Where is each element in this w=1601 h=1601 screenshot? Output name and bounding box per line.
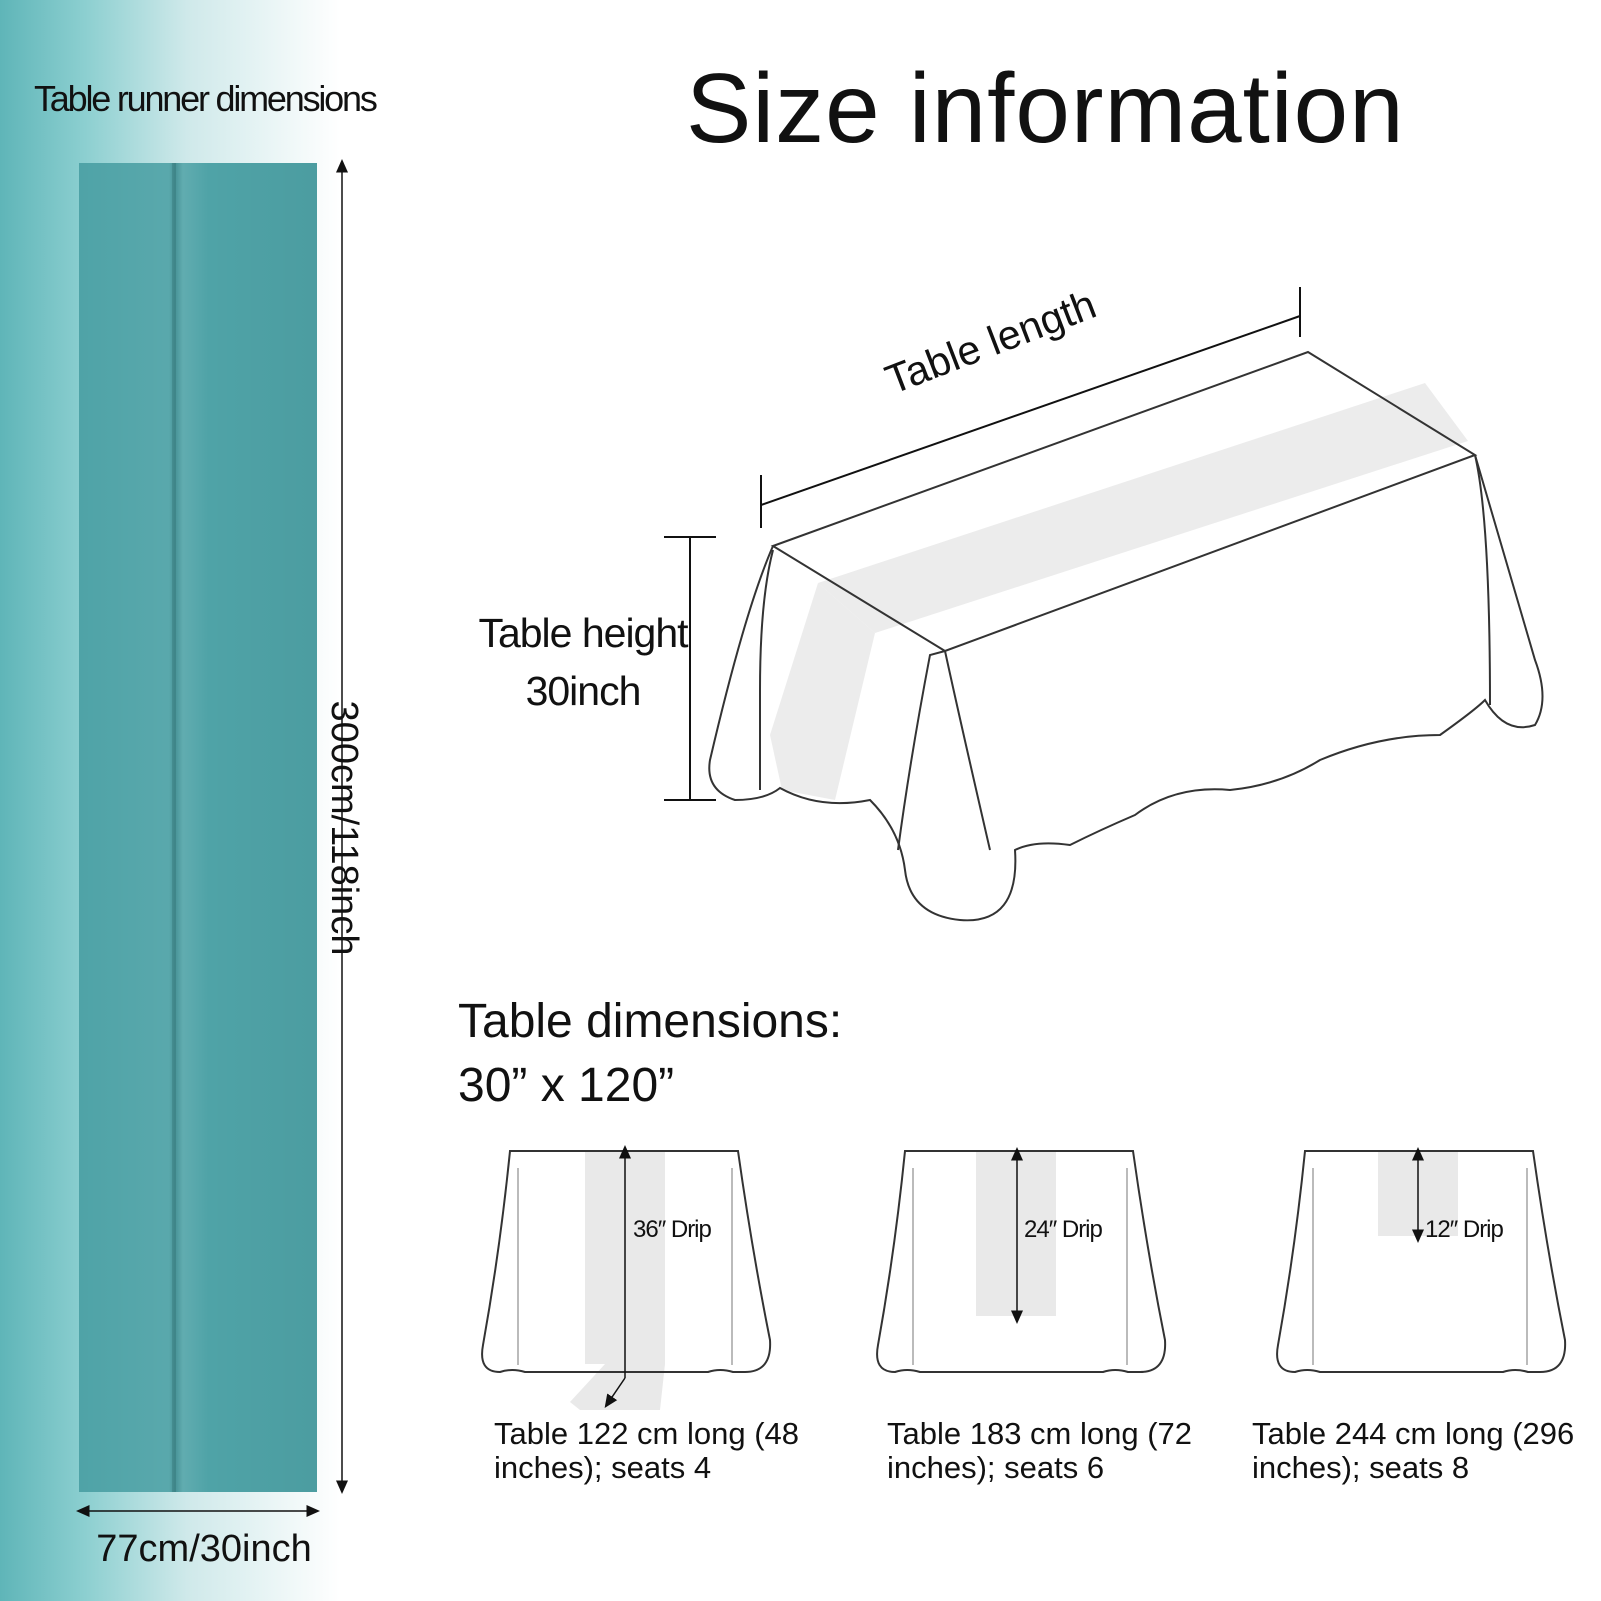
table-small-1 (481, 1145, 772, 1410)
drip-label-3: 12″ Drip (1425, 1216, 1504, 1243)
runner-width-label: 77cm/30inch (96, 1528, 312, 1570)
table-dimensions-line2: 30” x 120” (458, 1059, 675, 1112)
table-dimensions-line1: Table dimensions: (458, 995, 843, 1048)
size-caption-1-line2: inches); seats 4 (494, 1450, 712, 1485)
size-caption-3-line1: Table 244 cm long (296 (1252, 1416, 1575, 1451)
runner-title: Table runner dimensions (34, 78, 378, 119)
page-title: Size information (686, 53, 1405, 163)
table-illustration (708, 350, 1544, 922)
table-length-dimension (760, 287, 1301, 528)
drip-label-1: 36″ Drip (633, 1216, 712, 1243)
size-caption-1-line1: Table 122 cm long (48 (494, 1416, 800, 1451)
drip-label-2: 24″ Drip (1024, 1216, 1103, 1243)
table-small-2 (876, 1147, 1167, 1374)
size-caption-1: Table 122 cm long (48 inches); seats 4 (494, 1417, 839, 1485)
size-caption-3: Table 244 cm long (296 inches); seats 8 (1252, 1417, 1597, 1485)
runner-fold-line (172, 163, 176, 1492)
size-caption-2-line2: inches); seats 6 (887, 1450, 1105, 1485)
table-dimensions-heading: Table dimensions: 30” x 120” (458, 990, 842, 1118)
table-height-label-line2: 30inch (525, 668, 642, 714)
size-caption-2-line1: Table 183 cm long (72 (887, 1416, 1193, 1451)
table-height-dimension (664, 536, 716, 801)
table-small-3 (1276, 1147, 1567, 1374)
size-caption-3-line2: inches); seats 8 (1252, 1450, 1470, 1485)
table-height-label: Table height 30inch (478, 604, 688, 720)
runner-image (79, 163, 317, 1492)
table-height-label-line1: Table height (478, 610, 688, 656)
size-caption-2: Table 183 cm long (72 inches); seats 6 (887, 1417, 1232, 1485)
